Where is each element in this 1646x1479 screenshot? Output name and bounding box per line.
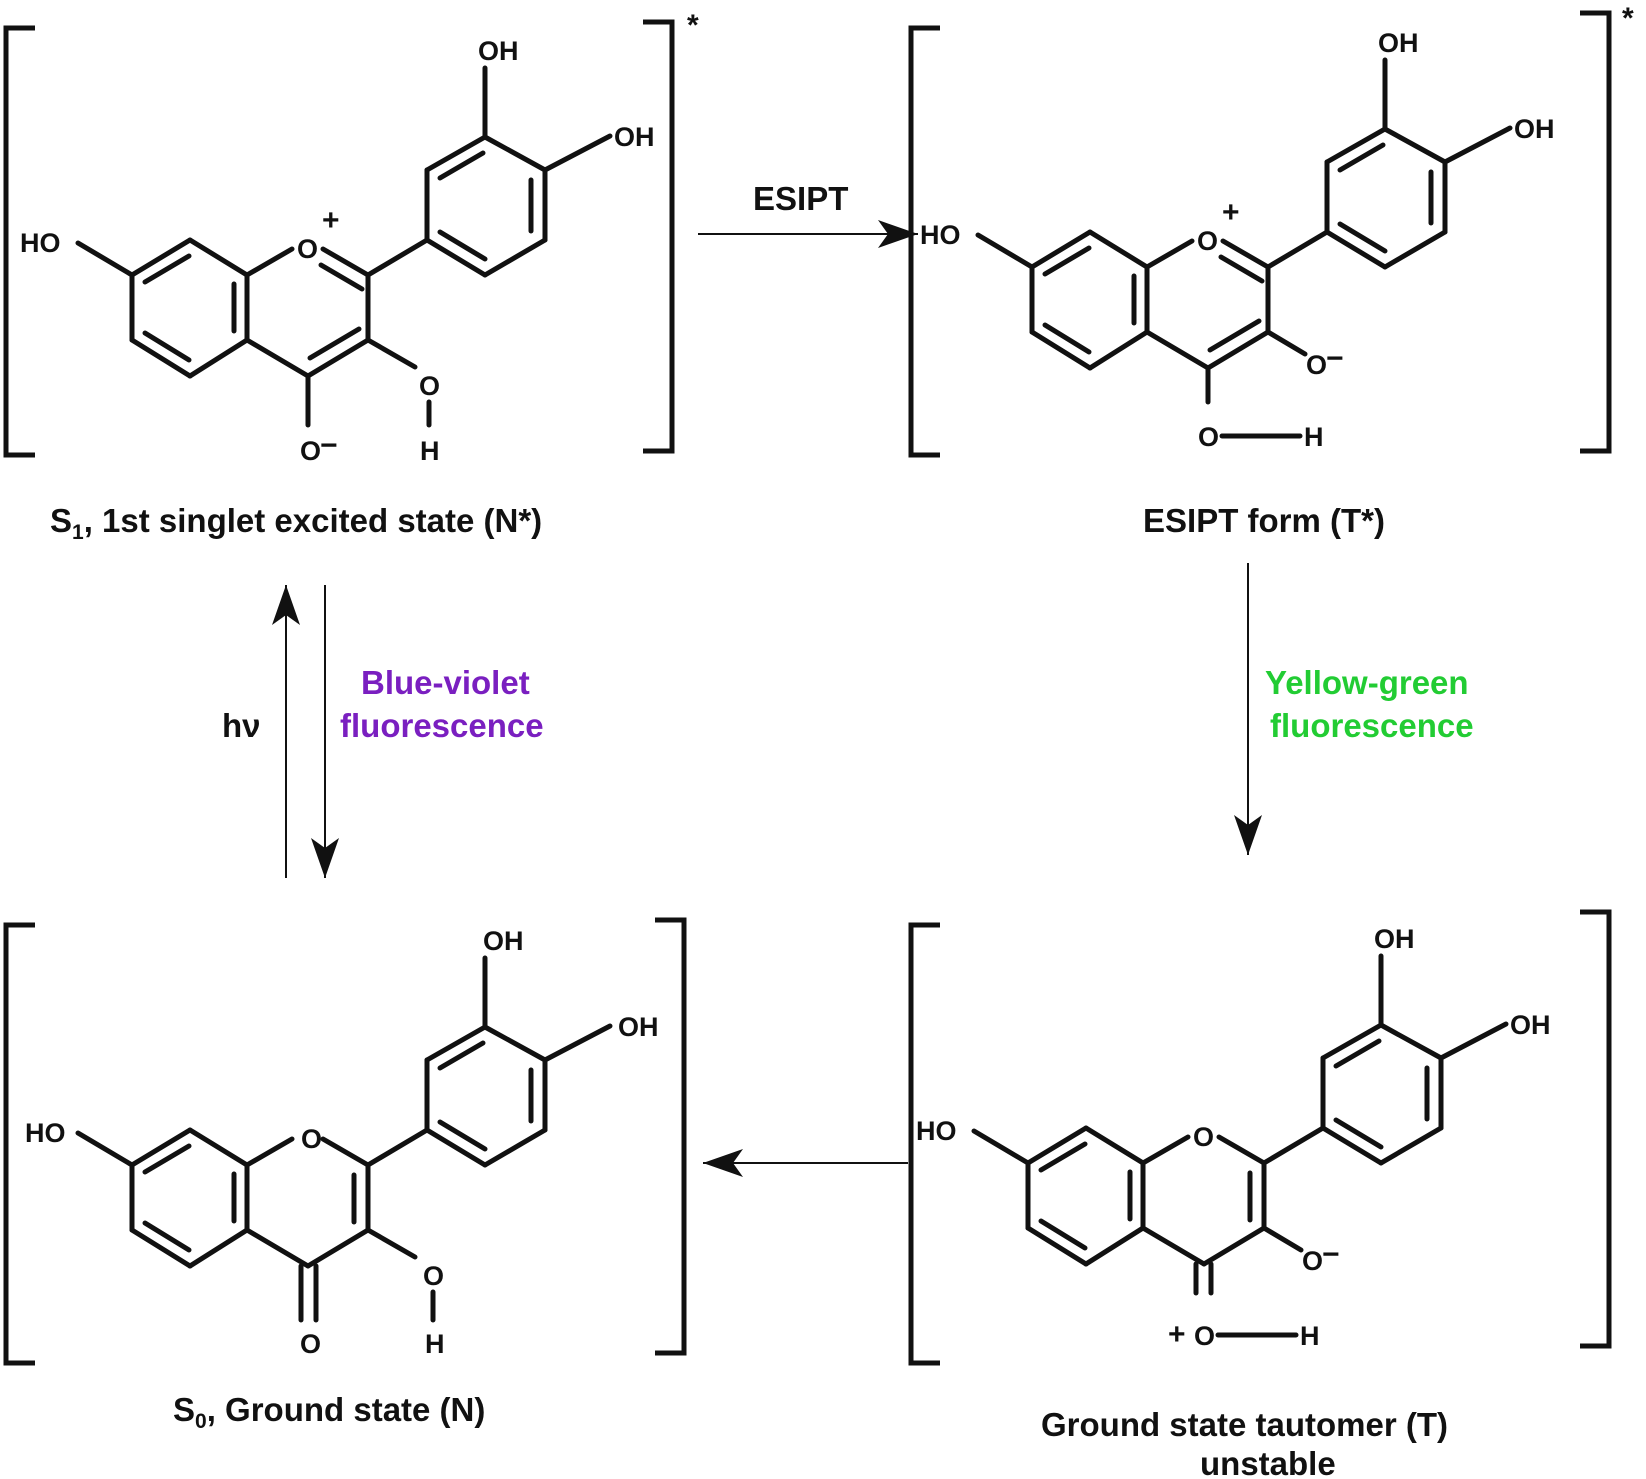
s0-carbonyl-o: O	[300, 1329, 321, 1359]
t-molecule: HO OH OH O O − + O H	[916, 924, 1551, 1351]
t-star-substituent-bonds	[975, 57, 1513, 439]
s1-ring-c-bonds	[244, 246, 371, 379]
t-star-oxide-o: O	[1306, 350, 1327, 380]
s1-ho-left: HO	[20, 228, 61, 258]
t-hydroxyl-h: H	[1300, 1321, 1320, 1351]
s1-oh-right: OH	[614, 122, 655, 152]
t-caption-line2: unstable	[1200, 1445, 1336, 1479]
s1-left-bracket	[3, 25, 35, 458]
s1-substituent-bonds	[75, 65, 613, 428]
s0-substituent-bonds	[75, 955, 613, 1323]
blue-violet-label-line2: fluorescence	[340, 707, 544, 744]
s1-state: *	[3, 9, 699, 544]
s1-hydroxyl-h: H	[420, 436, 440, 466]
blue-violet-emission-arrow: Blue-violet fluorescence	[311, 585, 544, 878]
t-right-bracket	[1580, 909, 1612, 1349]
s1-molecule: HO OH OH O + O − O H	[20, 36, 655, 466]
t-substituent-bonds	[971, 953, 1509, 1338]
s0-ring-b-bonds	[365, 1024, 548, 1168]
t-star-ring-b-bonds	[1265, 126, 1448, 270]
s1-right-bracket	[643, 19, 675, 454]
t-state: HO OH OH O O − + O H Ground state tautom…	[908, 909, 1612, 1479]
t-oxonium-charge: +	[1168, 1318, 1186, 1351]
esipt-arrow: ESIPT	[698, 180, 918, 248]
s0-ring-a-bonds	[129, 1127, 250, 1269]
t-star-ring-c-bonds	[1144, 238, 1271, 371]
t-ring-o: O	[1193, 1122, 1214, 1152]
s0-state: HO OH OH O O O H S0, Ground state (N)	[3, 917, 687, 1433]
s0-oh-top: OH	[483, 926, 524, 956]
t-star-ring-a-bonds	[1029, 229, 1150, 371]
t-star-oh-right: OH	[1514, 114, 1555, 144]
s0-right-bracket	[655, 917, 687, 1356]
t-star-molecule: HO OH OH O + O − O H	[920, 28, 1555, 452]
t-star-ring-o: O	[1197, 226, 1218, 256]
excitation-label: hν	[222, 707, 261, 744]
s0-hydroxyl-o: O	[423, 1261, 444, 1291]
s0-ring-o: O	[301, 1124, 322, 1154]
s1-hydroxyl-o: O	[419, 371, 440, 401]
t-oxide-charge: −	[1322, 1238, 1340, 1271]
t-star-oxide-charge: −	[1326, 342, 1344, 375]
t-caption-line1: Ground state tautomer (T)	[1041, 1406, 1448, 1443]
excitation-arrow: hν	[222, 585, 300, 878]
s0-ho-left: HO	[25, 1118, 66, 1148]
t-star-state: *	[908, 2, 1634, 539]
s0-caption: S0, Ground state (N)	[173, 1391, 485, 1433]
s0-oh-right: OH	[618, 1012, 659, 1042]
yellow-green-label-line2: fluorescence	[1270, 707, 1474, 744]
s1-excited-mark: *	[687, 9, 699, 42]
yellow-green-emission-arrow: Yellow-green fluorescence	[1234, 563, 1474, 855]
yellow-green-label-line1: Yellow-green	[1265, 664, 1469, 701]
t-oh-top: OH	[1374, 924, 1415, 954]
t-ring-c-bonds	[1140, 1134, 1267, 1267]
t-star-ring-o-charge: +	[1222, 196, 1240, 229]
s1-oxide-charge: −	[320, 429, 338, 462]
s1-oh-top: OH	[478, 36, 519, 66]
s1-ring-o-charge: +	[322, 204, 340, 237]
esipt-arrow-label: ESIPT	[753, 180, 848, 217]
s1-caption: S1, 1st singlet excited state (N*)	[50, 502, 542, 544]
s0-ring-c-bonds	[244, 1136, 371, 1269]
t-ring-b-bonds	[1261, 1022, 1444, 1166]
s0-hydroxyl-h: H	[425, 1329, 445, 1359]
t-ho-left: HO	[916, 1116, 957, 1146]
t-oh-right: OH	[1510, 1010, 1551, 1040]
t-oxonium-o: O	[1194, 1321, 1215, 1351]
blue-violet-label-line1: Blue-violet	[361, 664, 530, 701]
t-star-hydroxyl-h: H	[1304, 422, 1324, 452]
t-ring-a-bonds	[1025, 1125, 1146, 1267]
t-star-excited-mark: *	[1622, 2, 1634, 35]
t-star-hydroxyl-o: O	[1198, 422, 1219, 452]
t-star-oh-top: OH	[1378, 28, 1419, 58]
s1-ring-a-bonds	[129, 237, 250, 379]
t-star-caption: ESIPT form (T*)	[1143, 502, 1385, 539]
s1-ring-o: O	[297, 234, 318, 264]
s1-ring-b-bonds	[365, 134, 548, 278]
s1-oxide-o: O	[300, 436, 321, 466]
t-star-ho-left: HO	[920, 220, 961, 250]
s0-left-bracket	[3, 922, 35, 1366]
s0-molecule: HO OH OH O O O H	[25, 926, 659, 1359]
t-left-bracket	[908, 922, 940, 1366]
t-star-right-bracket	[1580, 10, 1612, 454]
t-oxide-o: O	[1302, 1246, 1323, 1276]
